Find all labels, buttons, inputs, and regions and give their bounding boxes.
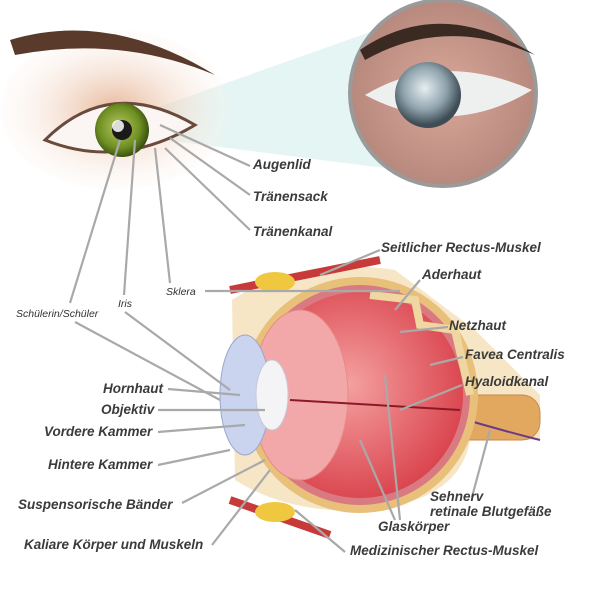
label-traenenkanal: Tränenkanal xyxy=(253,224,333,239)
label-netzhaut: Netzhaut xyxy=(449,318,506,333)
label-objektiv: Objektiv xyxy=(101,402,155,417)
label-aderhaut: Aderhaut xyxy=(422,267,482,282)
label-augenlid: Augenlid xyxy=(253,157,311,172)
label-hyaloidkanal: Hyaloidkanal xyxy=(465,374,549,389)
label-suspensorische-baender: Suspensorische Bänder xyxy=(18,497,173,512)
label-hintere-kammer: Hintere Kammer xyxy=(48,457,153,472)
label-hornhaut: Hornhaut xyxy=(103,381,163,396)
eye-cross-section xyxy=(219,256,541,539)
label-retinale-blutgefaesse: retinale Blutgefäße xyxy=(430,504,552,519)
eyebrow xyxy=(10,30,215,76)
label-sklera: Sklera xyxy=(166,286,196,298)
label-medizinischer-rectus-muskel: Medizinischer Rectus-Muskel xyxy=(350,543,539,558)
label-kaliare-koerper: Kaliare Körper und Muskeln xyxy=(24,537,204,552)
label-favea-centralis: Favea Centralis xyxy=(465,347,565,362)
label-sehnerv: Sehnerv xyxy=(430,489,484,504)
label-seitlicher-rectus-muskel: Seitlicher Rectus-Muskel xyxy=(381,240,541,255)
external-eye-photo xyxy=(0,30,230,190)
lateral-rectus xyxy=(229,256,381,294)
cataract-eye-inset xyxy=(348,0,538,188)
label-vordere-kammer: Vordere Kammer xyxy=(44,424,153,439)
label-iris: Iris xyxy=(118,298,132,310)
leader-lines xyxy=(68,123,492,553)
label-pupille: Schülerin/Schüler xyxy=(16,308,99,320)
label-traenensack: Tränensack xyxy=(253,189,328,204)
label-glaskoerper: Glaskörper xyxy=(378,519,450,534)
lens xyxy=(255,359,289,431)
